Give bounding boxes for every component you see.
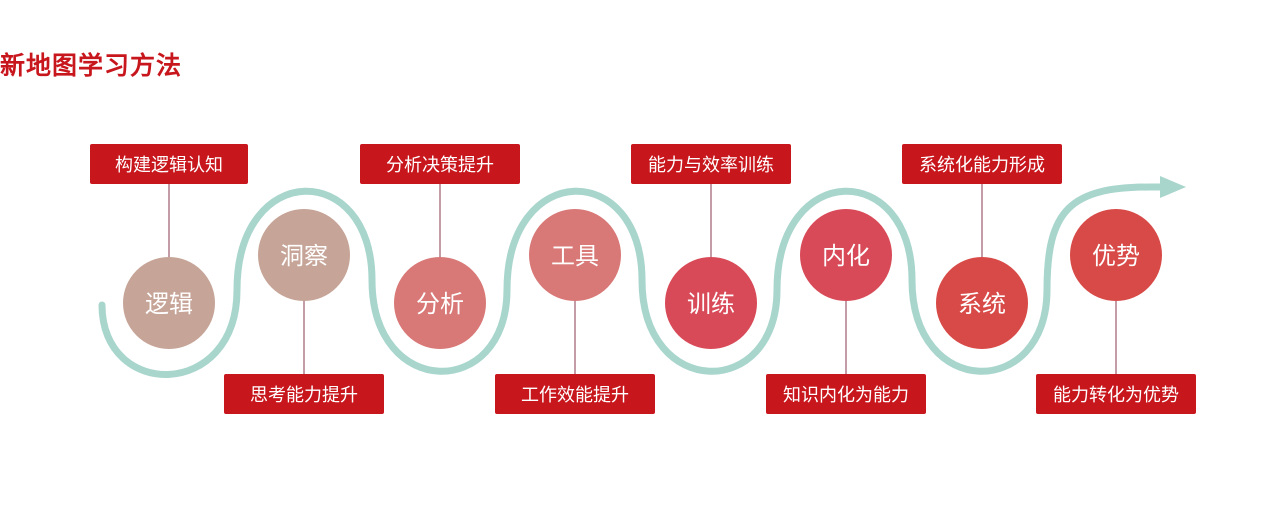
step-circle — [800, 209, 892, 301]
step-circle — [258, 209, 350, 301]
step-circle — [529, 209, 621, 301]
step-name: 优势 — [1092, 242, 1140, 270]
step-label-box — [1036, 374, 1196, 414]
step-circle — [394, 257, 486, 349]
step-name: 工具 — [551, 242, 599, 270]
connectors — [168, 184, 1117, 374]
step-label: 能力与效率训练 — [648, 155, 774, 176]
step-name: 系统 — [958, 290, 1006, 318]
step-name: 训练 — [687, 290, 735, 318]
arrow-head-icon — [1160, 176, 1186, 198]
step-label: 分析决策提升 — [386, 155, 494, 176]
step-label: 能力转化为优势 — [1053, 385, 1179, 406]
wave-path — [98, 183, 1166, 378]
step-circle — [1070, 209, 1162, 301]
step-label: 知识内化为能力 — [783, 385, 909, 406]
step-circle — [123, 257, 215, 349]
step-name: 洞察 — [280, 242, 328, 270]
step-label-box — [224, 374, 384, 414]
step-label: 构建逻辑认知 — [115, 155, 223, 176]
step-label-box — [90, 144, 248, 184]
step-name: 分析 — [416, 290, 464, 318]
step-name: 逻辑 — [145, 290, 193, 318]
step-label-box — [495, 374, 655, 414]
page-title: 新地图学习方法 — [0, 51, 183, 80]
step-label-box — [360, 144, 520, 184]
step-label: 思考能力提升 — [250, 385, 358, 406]
step-label-box — [631, 144, 791, 184]
step-circle — [665, 257, 757, 349]
step-circle — [936, 257, 1028, 349]
step-label: 系统化能力形成 — [919, 155, 1045, 176]
step-name: 内化 — [822, 242, 870, 270]
step-label: 工作效能提升 — [521, 385, 629, 406]
step-label-box — [766, 374, 926, 414]
step-label-box — [902, 144, 1062, 184]
